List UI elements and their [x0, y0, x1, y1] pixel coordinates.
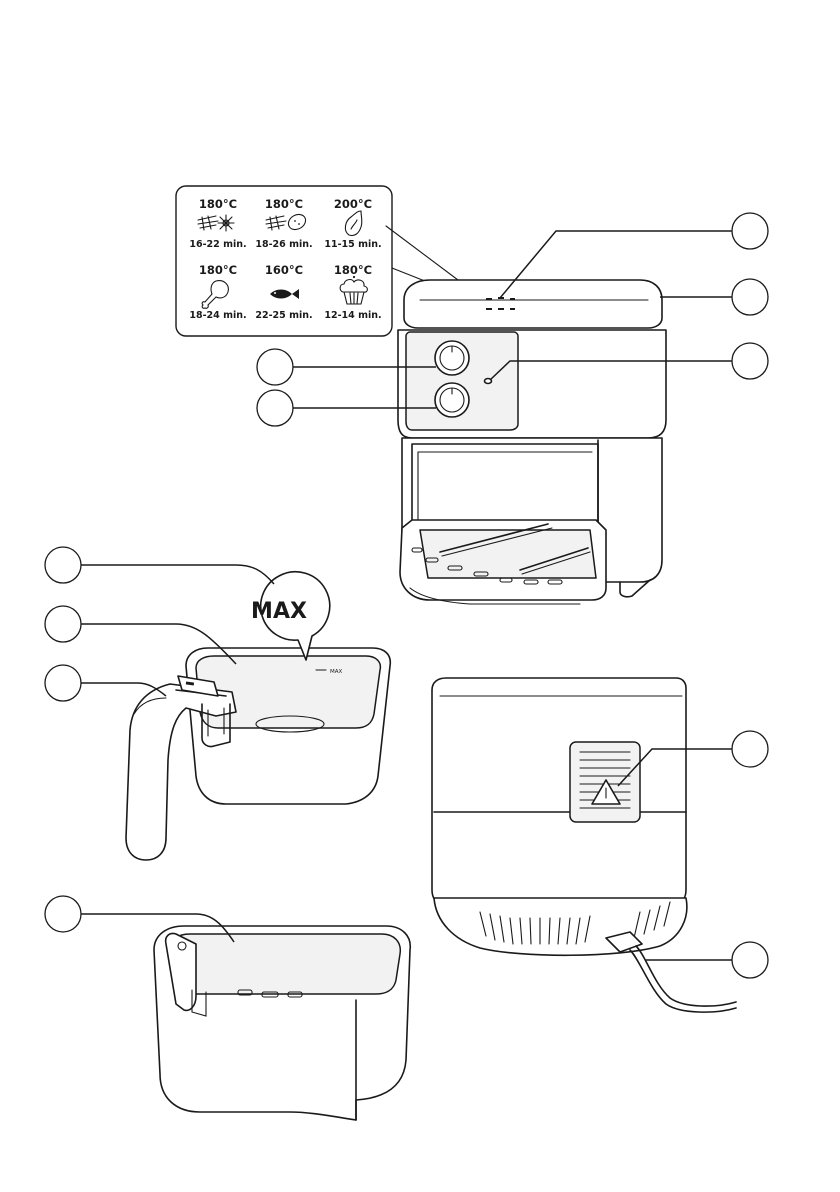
preset-temp: 160°C	[265, 263, 303, 277]
timer-dial[interactable]	[435, 383, 469, 417]
back-base	[434, 898, 687, 955]
basket-max-mark: MAX	[330, 669, 343, 675]
preset-time: 22-25 min.	[255, 310, 312, 321]
preset-temp: 180°C	[199, 263, 237, 277]
preset-time: 12-14 min.	[324, 310, 381, 321]
top-lid	[404, 280, 662, 328]
preset-temp: 180°C	[334, 263, 372, 277]
preset-temp: 180°C	[265, 197, 303, 211]
basket-with-handle: MAX	[126, 648, 390, 860]
callout-marker	[660, 279, 768, 315]
air-fryer-front-view	[398, 280, 666, 604]
preset-time: 18-26 min.	[255, 239, 312, 250]
outer-pot-inner	[168, 934, 400, 994]
preset-time: 11-15 min.	[324, 239, 381, 250]
basket-outer-pot	[154, 926, 410, 1120]
preset-temp: 200°C	[334, 197, 372, 211]
preset-temp: 180°C	[199, 197, 237, 211]
callout-marker	[646, 942, 768, 978]
temperature-dial[interactable]	[435, 341, 469, 375]
max-callout-bubble: MAX	[251, 572, 330, 660]
air-fryer-back-view	[432, 678, 736, 1012]
back-housing	[432, 678, 686, 904]
preset-time: 18-24 min.	[189, 310, 246, 321]
callout-marker	[45, 547, 274, 584]
max-callout-text: MAX	[251, 599, 307, 624]
preset-time: 16-22 min.	[189, 239, 246, 250]
